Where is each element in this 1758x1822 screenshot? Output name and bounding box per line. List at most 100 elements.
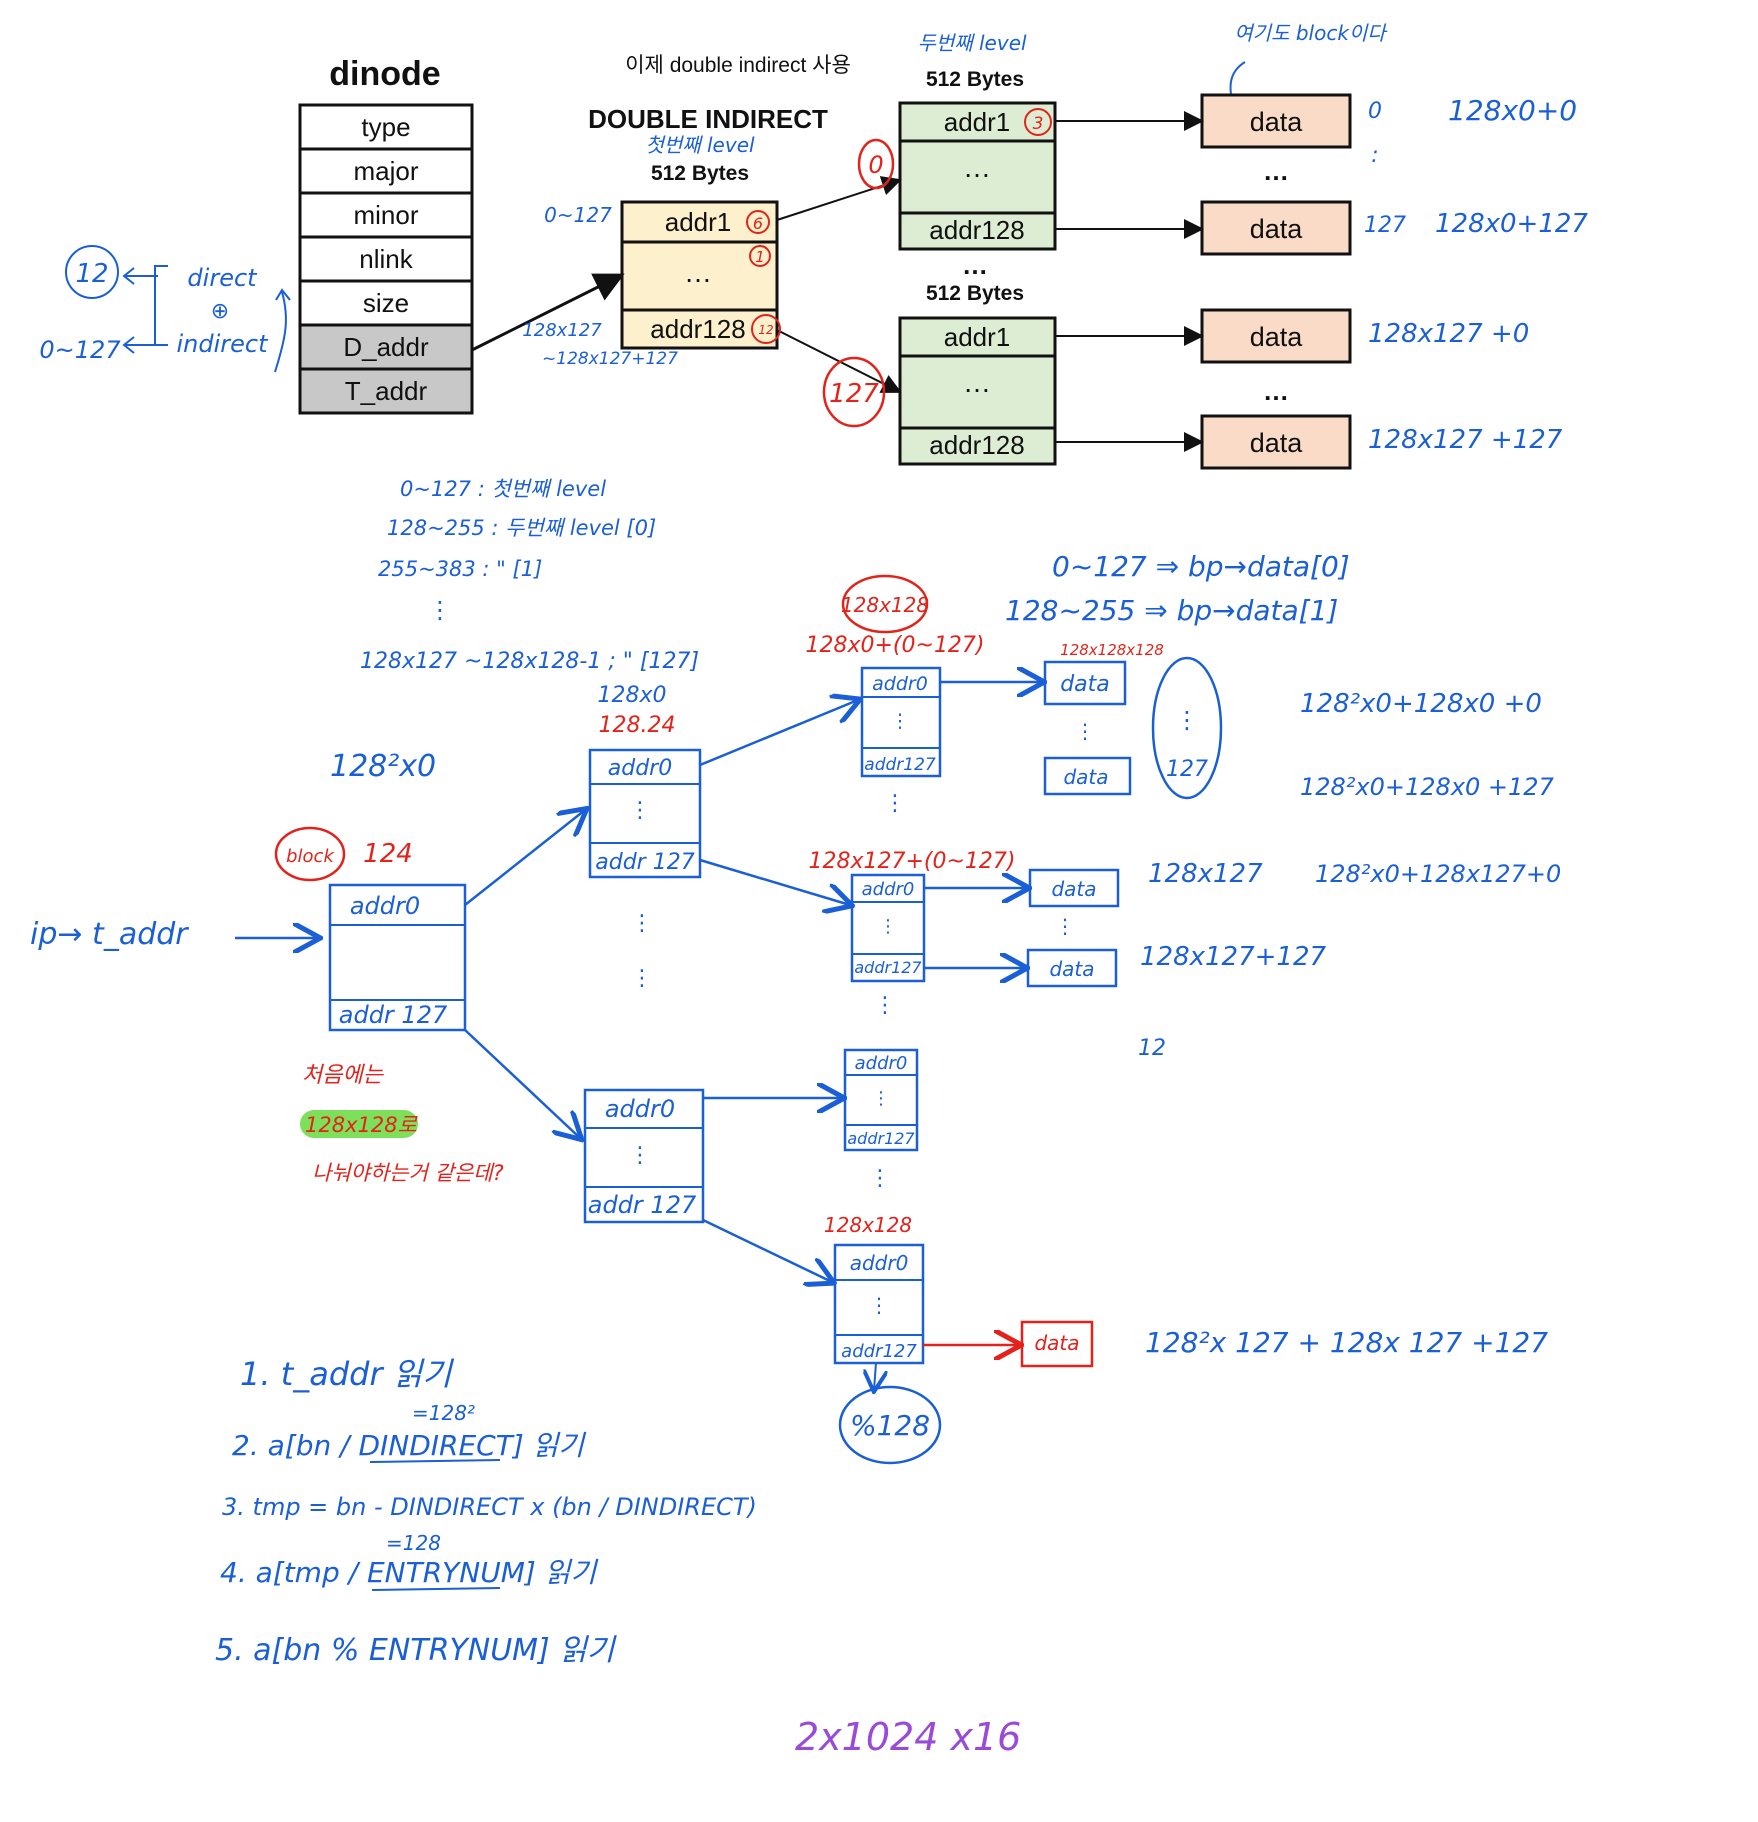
step-4-underline (371, 1587, 501, 1591)
bp-note-1: 0~127 ⇒ bp→data[0] (1052, 550, 1350, 583)
leaf3-top-label: addr0 (855, 1053, 908, 1074)
step-1: 1. t_addr 읽기 (240, 1355, 454, 1393)
block-label: block (286, 846, 335, 867)
double-indirect-block: DOUBLE INDIRECT 첫번째 level 512 Bytes addr… (588, 104, 828, 350)
data-dots-1: … (1263, 156, 1289, 186)
leaf1-bottom-label: addr127 (864, 755, 936, 775)
data-block-3 (1200, 308, 1352, 364)
note-line-5: 128x127 ~128x128-1 ; " [127] (360, 649, 699, 674)
note-line-4: ⋮ (428, 596, 452, 624)
step-4: 4. a[tmp / ENTRYNUM] 읽기 (220, 1556, 598, 1589)
di-row-last (620, 308, 779, 350)
data-dots-2: … (1263, 376, 1289, 406)
circled-128x128: 128x128 (841, 593, 929, 617)
top-data-blocks: 여기도 block이다 data data data data … … (1200, 21, 1388, 470)
right-formula-2: 128x0+127 (1435, 209, 1588, 239)
green-highlight (300, 1110, 418, 1138)
dinode-label-t-addr: T_addr (345, 376, 428, 406)
dinode-label-minor: minor (353, 200, 418, 230)
dinode-title: dinode (329, 55, 440, 93)
note-line-3: 255~383 : " [1] (378, 557, 542, 581)
leaf2-dots: ⋮ (879, 916, 897, 937)
middle-notes: 0~127 : 첫번째 level 128~255 : 두번째 level [0… (360, 477, 1350, 674)
range-left-indirect: 0~127 (39, 336, 121, 364)
tree-data-4-label: data (1049, 957, 1094, 981)
leaf4-top-label: addr0 (850, 1251, 909, 1275)
di-addr-first-label: addr1 (665, 207, 732, 237)
second-level-note: 두번째 level (917, 31, 1027, 55)
steps-list: 1. t_addr 읽기 =128² 2. a[bn / DINDIRECT] … (215, 1355, 757, 1668)
step-2-note: =128² (412, 1401, 475, 1425)
red-circle-block (274, 826, 346, 882)
leaf4-dots: ⋮ (869, 1293, 889, 1317)
tree-data-dots: ⋮ (1075, 719, 1095, 743)
dinode-label-type: type (361, 112, 410, 142)
dinode-row-nlink (298, 235, 474, 283)
dinode-label-size: size (363, 288, 409, 318)
data-block-4 (1200, 414, 1352, 470)
leaf3-bottom-label: addr127 (847, 1129, 915, 1148)
di-addr128-range-b: ~128x127+127 (542, 349, 678, 369)
range-left-direct: 12 (75, 259, 108, 289)
leaf2-top-label: addr0 (862, 879, 915, 900)
l2-dots-between: … (962, 250, 988, 280)
right-index-127: 127 (1364, 213, 1406, 238)
leaf-gap-dots-2: ⋮ (874, 993, 896, 1018)
mid-gap-dots: ⋮ (631, 911, 653, 936)
red-note-1: 처음에는 (302, 1063, 385, 1088)
mid2-top-label: addr0 (605, 1095, 675, 1123)
red-label-0: 0 (868, 151, 883, 179)
tree-data-red-label: data (1034, 1331, 1079, 1355)
right-index-0: 0 (1368, 99, 1382, 124)
red-circle-0 (857, 138, 895, 190)
l2b-addr-first-label: addr1 (944, 322, 1011, 352)
red-range-c: 128x127+(0~127) (808, 849, 1015, 874)
right-formula-4: 128x127 +127 (1368, 425, 1563, 455)
leaf1-top-label: addr0 (872, 673, 928, 695)
step-2-underline (369, 1459, 501, 1463)
double-indirect-title: DOUBLE INDIRECT (588, 104, 828, 134)
formula-row-1: 128²x0+128x0 +0 (1300, 689, 1542, 719)
circle-12 (65, 245, 119, 299)
formula-row-3: 128x127 (1148, 859, 1263, 889)
data-block-1 (1200, 93, 1352, 149)
arrow-mid1-to-leaf2 (699, 858, 850, 905)
mid1-bottom-label: addr 127 (595, 850, 694, 875)
l2-size-b: 512 Bytes (926, 282, 1024, 305)
ip-label: ip→ t_addr (30, 917, 189, 952)
step-5: 5. a[bn % ENTRYNUM] 읽기 (215, 1633, 617, 1668)
arrow-root-to-mid1 (464, 810, 585, 906)
size-pointer-arrow (274, 288, 291, 373)
l2b-dots: … (963, 367, 991, 398)
formula-row-2: 128²x0+128x0 +127 (1300, 773, 1555, 801)
data-block-3-label: data (1250, 322, 1304, 352)
dinode-label-d-addr: D_addr (343, 332, 429, 362)
mid1-top-label: addr0 (608, 756, 672, 781)
red-label-1: 1 (755, 248, 765, 266)
di-row-first (620, 200, 779, 244)
leaf1-dots: ⋮ (891, 710, 910, 732)
plus-label: ⊕ (211, 299, 229, 324)
purple-note: 2x1024 x16 (795, 1715, 1021, 1759)
right-formula-3: 128x127 +0 (1368, 319, 1529, 349)
tree-data-3-label: data (1051, 877, 1096, 901)
tree-data-2-label: data (1063, 765, 1108, 789)
root-bottom-label: addr 127 (339, 1001, 448, 1029)
step-4-note: =128 (386, 1531, 441, 1555)
data-block-2-label: data (1250, 214, 1304, 244)
right-formula-1: 128x0+0 (1448, 94, 1577, 127)
second-level-blocks: 두번째 level 512 Bytes addr1 … addr128 … 51… (898, 31, 1057, 466)
arrow-di-to-l2b (776, 329, 902, 393)
tree-data-dots-2: ⋮ (1055, 914, 1075, 938)
mid-note-a: 128x0 (597, 683, 666, 708)
block-note: 여기도 block이다 (1234, 21, 1388, 45)
red-label-12: 12 (758, 323, 773, 337)
red-circle-127 (822, 356, 886, 428)
red-circle-12 (751, 314, 781, 344)
circle-dots: ⋮ (1175, 706, 1199, 734)
top-arrows (471, 111, 1204, 452)
note-line-1: 0~127 : 첫번째 level (400, 477, 606, 501)
bracket-arrows (122, 265, 168, 354)
leaf2-bottom-label: addr127 (854, 958, 922, 977)
